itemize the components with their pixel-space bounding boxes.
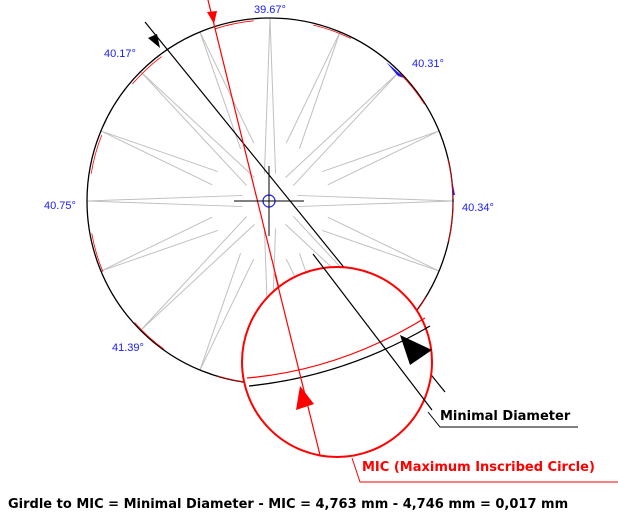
facet-line xyxy=(140,216,248,331)
facet-line xyxy=(298,31,341,149)
angle-lower-left: 41.39° xyxy=(112,342,144,354)
facet-line xyxy=(327,216,440,272)
mic-arrow xyxy=(296,386,314,410)
facet-line xyxy=(327,130,440,186)
minimal-diameter-leader xyxy=(427,411,578,428)
angle-upper-right: 40.31° xyxy=(412,58,444,70)
facet-line xyxy=(297,200,454,208)
magnifier xyxy=(241,253,433,458)
minimal-diameter-arrow xyxy=(400,335,432,365)
facet-line xyxy=(140,71,255,179)
facet-line xyxy=(269,17,277,174)
formula-text: Girdle to MIC = Minimal Diameter - MIC =… xyxy=(8,497,569,512)
mic-label: MIC (Maximum Inscribed Circle) xyxy=(362,460,595,475)
facet-line xyxy=(199,258,255,371)
facet-line xyxy=(292,71,400,186)
angle-right: 40.34° xyxy=(462,202,494,214)
facet-line xyxy=(297,194,454,202)
angle-upper-left: 40.17° xyxy=(104,48,136,60)
facet-line xyxy=(285,71,400,179)
minimal-diameter-arrow-top xyxy=(148,34,160,48)
facet-line xyxy=(140,223,255,331)
minimal-diameter-label: Minimal Diameter xyxy=(440,409,571,424)
facet-line xyxy=(199,31,242,149)
facet-line xyxy=(199,31,255,144)
mic-arrow-top xyxy=(207,11,217,24)
facet-line xyxy=(86,194,243,202)
facet-line xyxy=(199,253,242,371)
facet-line xyxy=(100,130,213,186)
facet-line xyxy=(86,200,243,208)
facet-line xyxy=(322,229,440,272)
facet-line xyxy=(322,130,440,173)
deviation-mark-right xyxy=(453,185,455,195)
facet-line xyxy=(100,229,218,272)
mic-leader xyxy=(351,457,618,483)
facet-line xyxy=(140,71,248,186)
facet-line xyxy=(285,31,341,144)
angle-top: 39.67° xyxy=(254,4,286,16)
facet-line xyxy=(100,216,213,272)
facet-line xyxy=(100,130,218,173)
mic-circle xyxy=(88,19,454,385)
deviation-mark-upper-right xyxy=(386,62,404,78)
facet-line xyxy=(263,17,271,174)
angle-left: 40.75° xyxy=(44,200,76,212)
